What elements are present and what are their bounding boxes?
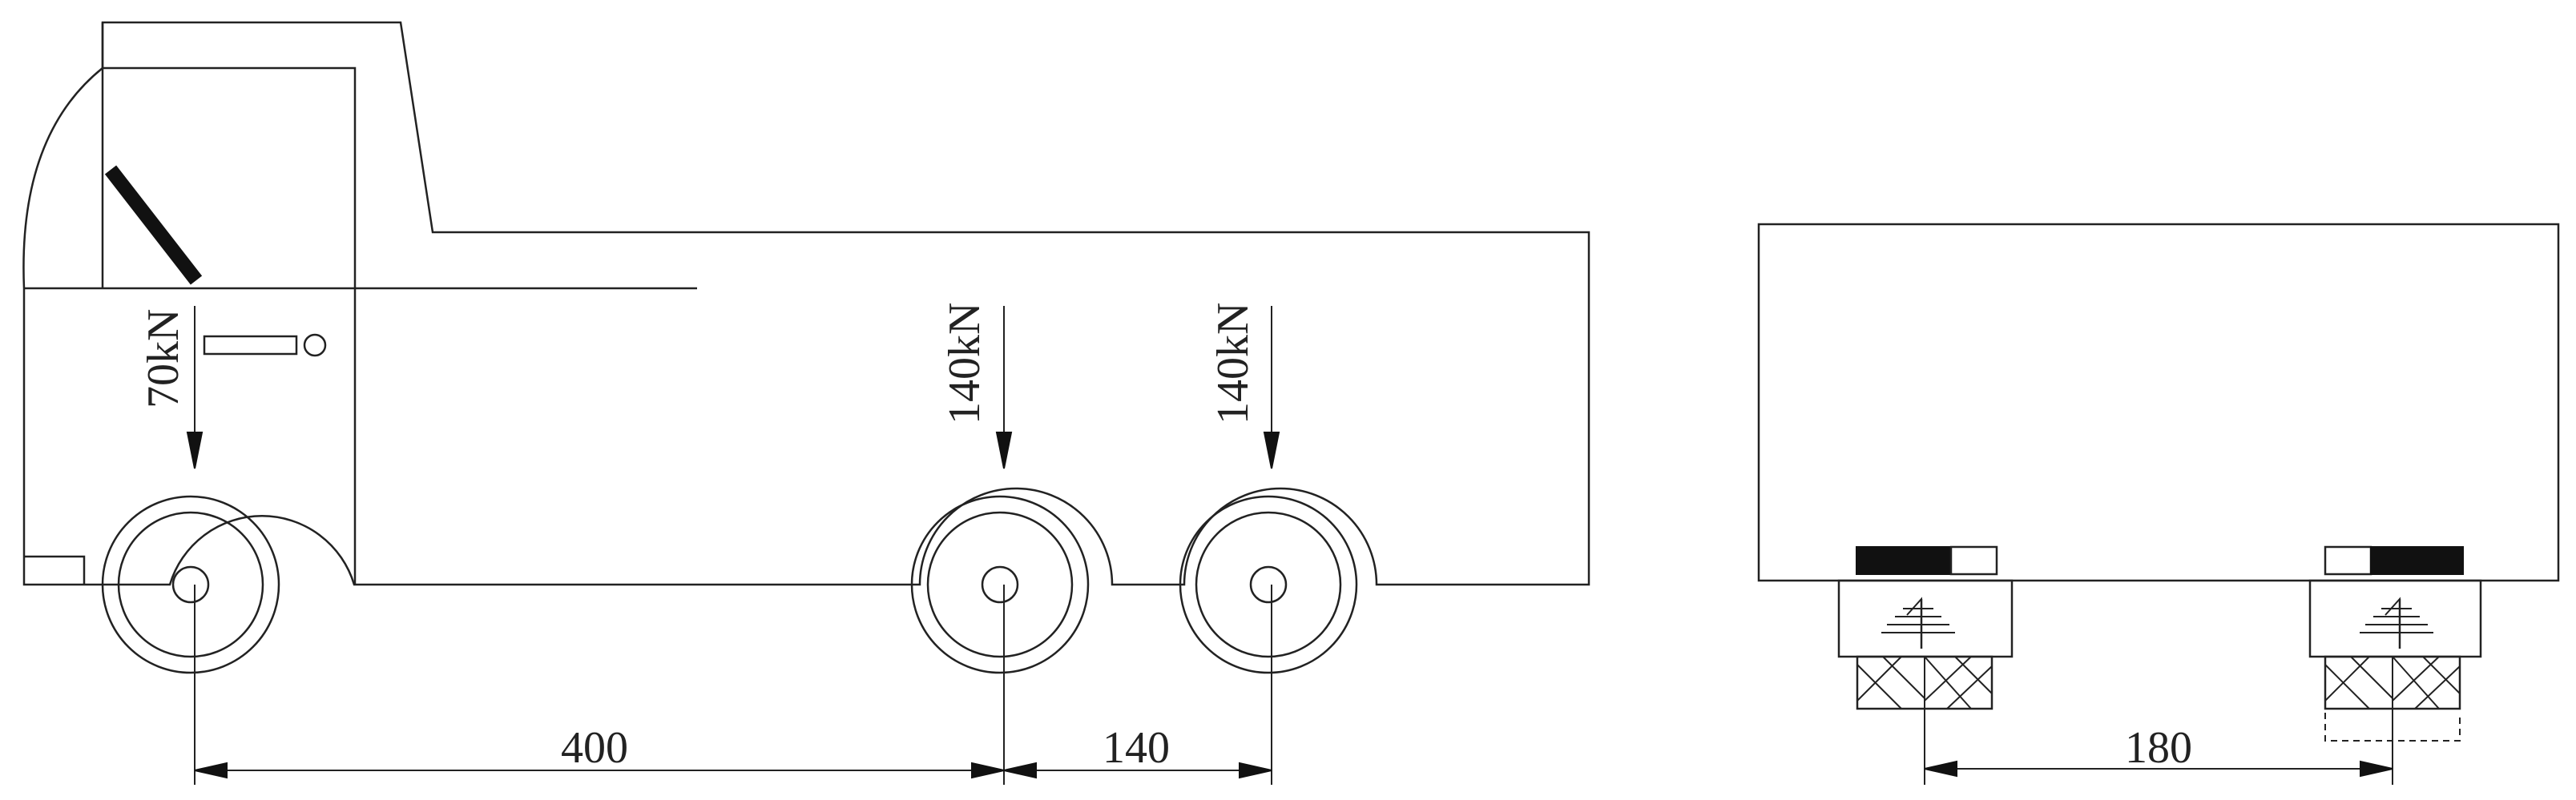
dimension-front-to-middle bbox=[194, 762, 1005, 779]
rear-load-label: 140kN bbox=[1208, 303, 1258, 424]
door-lock-icon bbox=[303, 333, 327, 357]
left-wheel-hub bbox=[1837, 579, 2014, 658]
middle-wheel bbox=[910, 495, 1090, 674]
left-tire bbox=[1856, 655, 1993, 710]
dimension-middle-to-rear bbox=[1003, 762, 1272, 779]
cab-window bbox=[101, 66, 357, 585]
rear-wheel bbox=[1179, 495, 1358, 674]
cargo-box bbox=[1757, 223, 2560, 582]
front-bumper bbox=[24, 555, 86, 585]
right-axle-bar bbox=[2324, 545, 2464, 576]
left-hub-symbol-icon bbox=[1881, 597, 1955, 649]
rear-load-arrow bbox=[1263, 306, 1280, 469]
middle-load-arrow bbox=[995, 306, 1013, 469]
left-axle-bar bbox=[1856, 545, 1998, 576]
right-wheel-hub bbox=[2308, 579, 2482, 658]
dimension-track-width bbox=[1924, 760, 2393, 778]
front-load-arrow bbox=[186, 306, 204, 469]
middle-load-label: 140kN bbox=[940, 303, 990, 424]
truck-side-view: 70kN 140kN 140kN 400 140 bbox=[22, 21, 1590, 785]
wiper-icon bbox=[104, 165, 203, 285]
dimension-track-width-label: 180 bbox=[2125, 723, 2192, 773]
front-wheel bbox=[101, 495, 280, 674]
dimension-middle-to-rear-label: 140 bbox=[1103, 723, 1170, 773]
dimension-front-to-middle-label: 400 bbox=[561, 723, 628, 773]
door-handle bbox=[203, 335, 298, 356]
truck-end-view: 180 bbox=[1757, 223, 2560, 785]
front-load-label: 70kN bbox=[139, 309, 188, 408]
truck-body-outline bbox=[22, 21, 1590, 586]
right-hub-symbol-icon bbox=[2360, 597, 2433, 649]
